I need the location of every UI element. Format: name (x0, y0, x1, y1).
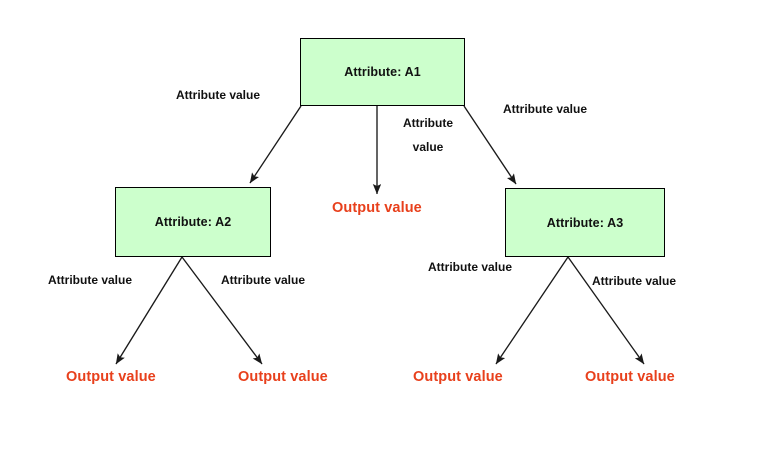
node-a2[interactable]: Attribute: A2 (115, 187, 271, 257)
edge-label-root-middle-line2: value (412, 140, 444, 154)
edge-a2-to-output-right (181, 256, 263, 365)
leaf-output-a3-left: Output value (413, 369, 503, 385)
leaf-output-root-middle: Output value (332, 200, 422, 216)
edge-a3-to-output-right (567, 256, 645, 365)
edge-label-root-right: Attribute value (503, 102, 588, 116)
edge-label-root-middle-line1: Attribute (403, 116, 453, 130)
edge-label-a3-right: Attribute value (592, 274, 677, 288)
leaf-output-a2-left: Output value (66, 369, 156, 385)
node-a1-label: Attribute: A1 (344, 65, 421, 79)
edge-label-root-middle: Attribute value (391, 111, 465, 159)
edge-root-to-a3 (463, 105, 517, 185)
leaf-output-a3-right: Output value (585, 369, 675, 385)
edge-a2-to-output-left (115, 256, 183, 365)
edge-a3-to-output-left (495, 256, 569, 365)
edge-label-a2-left: Attribute value (48, 273, 133, 287)
leaf-output-a2-right: Output value (238, 369, 328, 385)
node-a3-label: Attribute: A3 (546, 215, 624, 230)
edge-label-a2-right: Attribute value (221, 273, 306, 287)
node-a3[interactable]: Attribute: A3 (505, 188, 665, 257)
edge-label-a3-left: Attribute value (428, 260, 513, 274)
node-a2-label: Attribute: A2 (154, 215, 232, 229)
node-a1[interactable]: Attribute: A1 (300, 38, 465, 106)
edge-label-root-left: Attribute value (176, 88, 261, 102)
edge-root-to-a2 (249, 105, 302, 184)
